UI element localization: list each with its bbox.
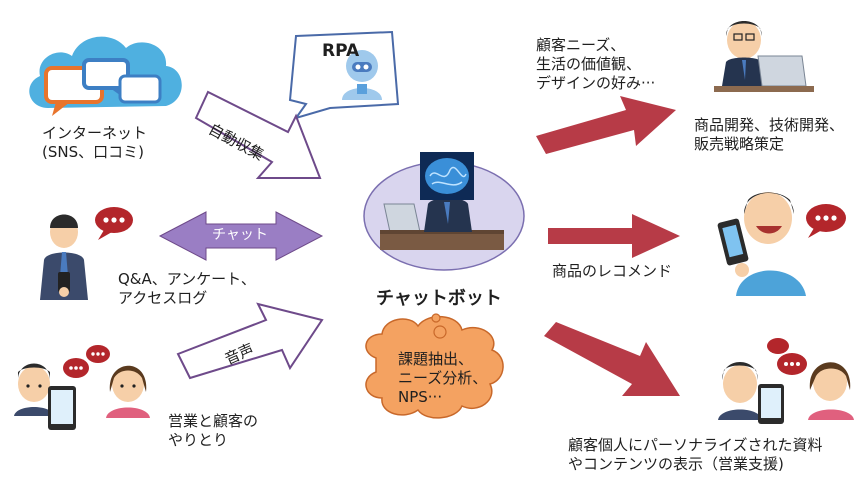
product-dev-line-1: 商品開発、技術開発、 [694, 116, 845, 134]
speech-bubble-icon [806, 204, 846, 238]
sales-label: 営業と顧客の やりとり [168, 412, 258, 450]
product-dev-label: 商品開発、技術開発、 販売戦略策定 [694, 116, 844, 154]
chat-double-arrow [158, 211, 324, 261]
analysis-label: 課題抽出、 ニーズ分析、 NPS··· [398, 350, 487, 407]
personalized-line-1: 顧客個人にパーソナライズされた資料 [568, 436, 823, 454]
ai-brain-operator-icon [380, 152, 504, 250]
rpa-label: RPA [322, 41, 360, 61]
analysis-line-2: ニーズ分析、 [398, 369, 488, 387]
robot-icon [342, 50, 382, 100]
sales-label-line-1: 営業と顧客の [168, 412, 259, 430]
needs-line-3: デザインの好み··· [536, 74, 656, 92]
chat-arrow-label: チャット [212, 227, 268, 243]
internet-cloud-icon [29, 36, 182, 116]
needs-line-1: 顧客ニーズ、 [536, 36, 626, 54]
sales-conversation-icon [14, 345, 150, 430]
qa-label-line-1: Q&A、アンケート、 [118, 270, 256, 288]
voice-arrow [176, 302, 324, 380]
office-worker-laptop-icon [714, 21, 814, 92]
internet-label: インターネット (SNS、口コミ) [42, 124, 147, 162]
speech-bubble-icon [95, 207, 133, 240]
red-arrow-personalized [544, 322, 680, 396]
auto-collect-arrow [194, 90, 322, 179]
product-dev-line-2: 販売戦略策定 [694, 135, 785, 153]
qa-label: Q&A、アンケート、 アクセスログ [118, 270, 256, 308]
analysis-line-1: 課題抽出、 [398, 350, 474, 368]
analysis-cloud [365, 313, 504, 419]
sales-label-line-2: やりとり [168, 431, 229, 449]
personalized-line-2: やコンテンツの表示（営業支援) [568, 455, 784, 473]
rpa-bubble-icon [288, 30, 400, 120]
recommend-label: 商品のレコメンド [552, 262, 673, 280]
personalized-sales-icon [718, 338, 854, 424]
needs-line-2: 生活の価値観、 [536, 55, 642, 73]
qa-label-line-2: アクセスログ [118, 289, 208, 307]
red-arrow-needs [536, 96, 676, 154]
analysis-line-3: NPS··· [398, 388, 443, 406]
internet-label-line-1: インターネット [42, 124, 148, 142]
chatbot-label: チャットボット [376, 288, 502, 309]
personalized-label: 顧客個人にパーソナライズされた資料 やコンテンツの表示（営業支援) [568, 436, 823, 474]
needs-label: 顧客ニーズ、 生活の価値観、 デザインの好み··· [536, 36, 655, 93]
customer-smartphone-icon [717, 192, 806, 296]
businessman-phone-icon [40, 214, 88, 300]
red-arrow-recommend [548, 214, 680, 258]
internet-label-line-2: (SNS、口コミ) [42, 143, 144, 161]
